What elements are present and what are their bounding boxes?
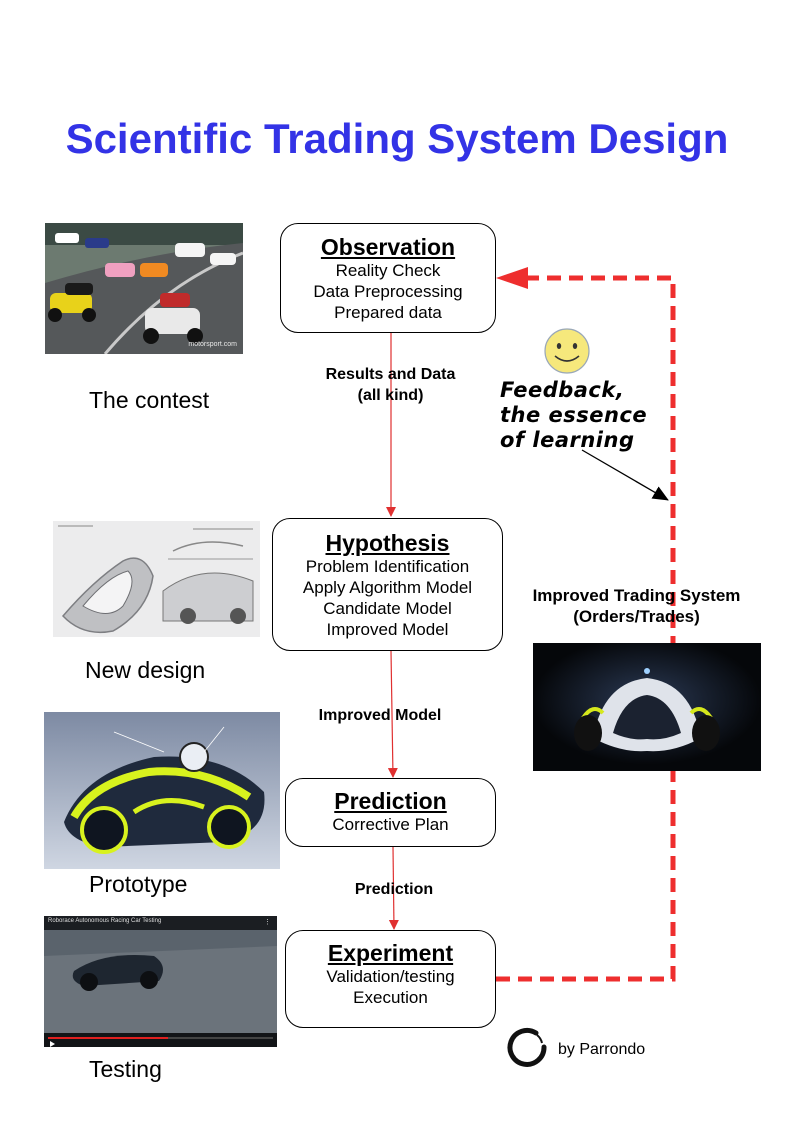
video-controls-icons[interactable]: ⋮ xyxy=(264,919,271,926)
testing-video-drawing xyxy=(44,916,277,1047)
caption-prototype: Prototype xyxy=(89,871,188,897)
edge-label-results-line-1: Results and Data xyxy=(325,366,456,383)
arrow-prediction-to-experiment xyxy=(388,846,399,930)
feedback-pointer-arrow xyxy=(581,449,669,501)
improved-system-line-1: Improved Trading System xyxy=(532,586,741,605)
edge-label-results: Results and Data (all kind) xyxy=(300,364,481,406)
improved-system-label: Improved Trading System (Orders/Trades) xyxy=(508,585,765,627)
contest-photo-drawing xyxy=(45,223,243,354)
arrow-hypothesis-to-prediction xyxy=(387,650,398,778)
design-sketch-photo xyxy=(53,521,260,637)
author-credit: by Parrondo xyxy=(558,1041,646,1058)
prediction-heading: Prediction xyxy=(334,788,447,814)
experiment-heading: Experiment xyxy=(327,940,454,966)
experiment-line-1: Validation/testing xyxy=(326,967,455,986)
observation-box: Observation Reality Check Data Preproces… xyxy=(280,223,496,333)
observation-line-2: Data Preprocessing xyxy=(313,282,463,301)
hypothesis-box: Hypothesis Problem Identification Apply … xyxy=(272,518,503,651)
experiment-box: Experiment Validation/testing Execution xyxy=(285,930,496,1028)
prototype-photo xyxy=(44,712,280,869)
enso-circle-logo xyxy=(507,1027,547,1067)
contest-photo: motorsport.com xyxy=(45,223,243,354)
smiley-face-icon xyxy=(544,328,590,374)
observation-line-3: Prepared data xyxy=(334,303,442,322)
caption-testing: Testing xyxy=(89,1056,162,1082)
feedback-line-2: the essence xyxy=(500,403,648,427)
prediction-box: Prediction Corrective Plan xyxy=(285,778,496,847)
improved-system-photo xyxy=(533,643,761,771)
edge-label-results-line-2: (all kind) xyxy=(357,387,424,404)
feedback-loop-arrow xyxy=(496,275,676,982)
prediction-line-1: Corrective Plan xyxy=(332,815,449,834)
caption-design: New design xyxy=(85,657,206,683)
observation-heading: Observation xyxy=(320,234,456,260)
edge-label-improved-model: Improved Model xyxy=(318,707,442,724)
video-title: Roborace Autonomous Racing Car Testing xyxy=(48,918,162,924)
experiment-line-2: Execution xyxy=(353,988,428,1007)
testing-video: Roborace Autonomous Racing Car Testing ⋮ xyxy=(44,916,277,1047)
observation-line-1: Reality Check xyxy=(335,261,441,280)
feedback-line-3: of learning xyxy=(500,428,635,452)
hypothesis-heading: Hypothesis xyxy=(325,530,450,556)
feedback-arrowhead xyxy=(496,267,528,289)
hypothesis-line-2: Apply Algorithm Model xyxy=(302,578,473,597)
feedback-text: Feedback, the essence of learning xyxy=(500,378,647,453)
hypothesis-line-1: Problem Identification xyxy=(305,557,470,576)
race-car-cluster xyxy=(48,233,236,344)
improved-car-drawing xyxy=(533,643,761,771)
edge-label-prediction: Prediction xyxy=(354,881,434,898)
hypothesis-line-3: Candidate Model xyxy=(323,599,452,618)
caption-contest: The contest xyxy=(89,387,210,413)
prototype-drawing xyxy=(44,712,280,869)
page-title: Scientific Trading System Design xyxy=(65,115,729,162)
hypothesis-line-4: Improved Model xyxy=(326,620,449,639)
feedback-line-1: Feedback, xyxy=(500,378,625,402)
improved-system-line-2: (Orders/Trades) xyxy=(573,607,700,626)
design-sketch-drawing xyxy=(53,521,260,637)
photo-watermark: motorsport.com xyxy=(188,341,237,348)
